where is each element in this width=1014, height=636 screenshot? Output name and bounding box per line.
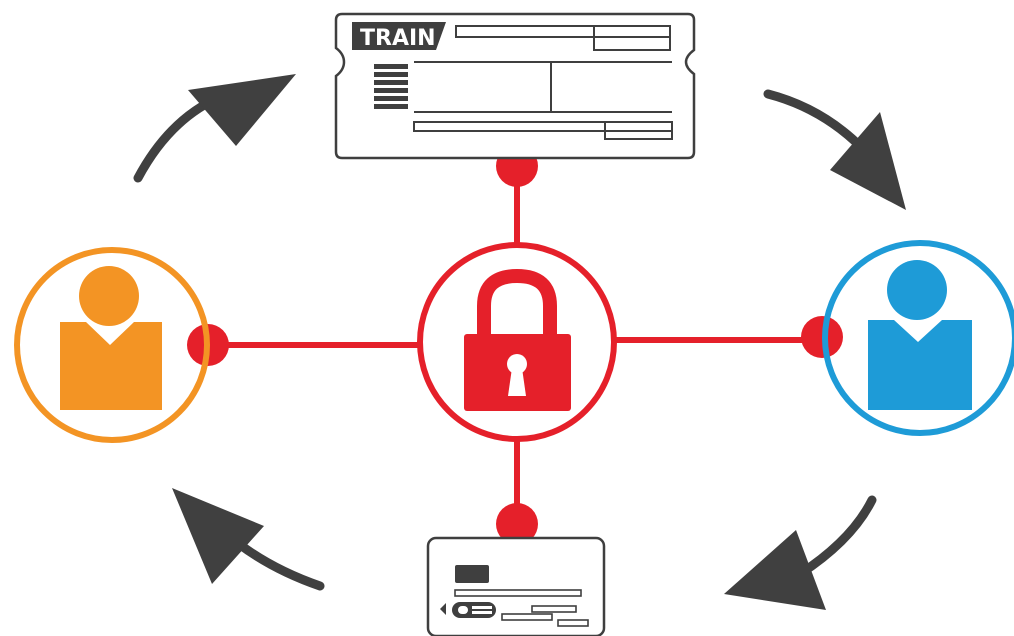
padlock-icon — [464, 268, 571, 411]
arrow-top-right-icon — [763, 89, 906, 210]
train-ticket-icon: TRAIN — [334, 12, 696, 160]
cb-logo-icon — [452, 602, 496, 618]
payment-card-icon — [426, 536, 606, 636]
arrow-bottom-left-icon — [172, 488, 325, 591]
user-icon-right — [868, 260, 972, 410]
left-person-node — [14, 247, 210, 443]
arrow-top-left-icon — [133, 74, 296, 183]
arrow-bottom-right-icon — [724, 495, 877, 610]
right-person-node — [822, 240, 1014, 436]
user-icon-left — [60, 266, 162, 410]
ticket-label: TRAIN — [360, 26, 436, 51]
center-lock-node — [417, 242, 617, 442]
